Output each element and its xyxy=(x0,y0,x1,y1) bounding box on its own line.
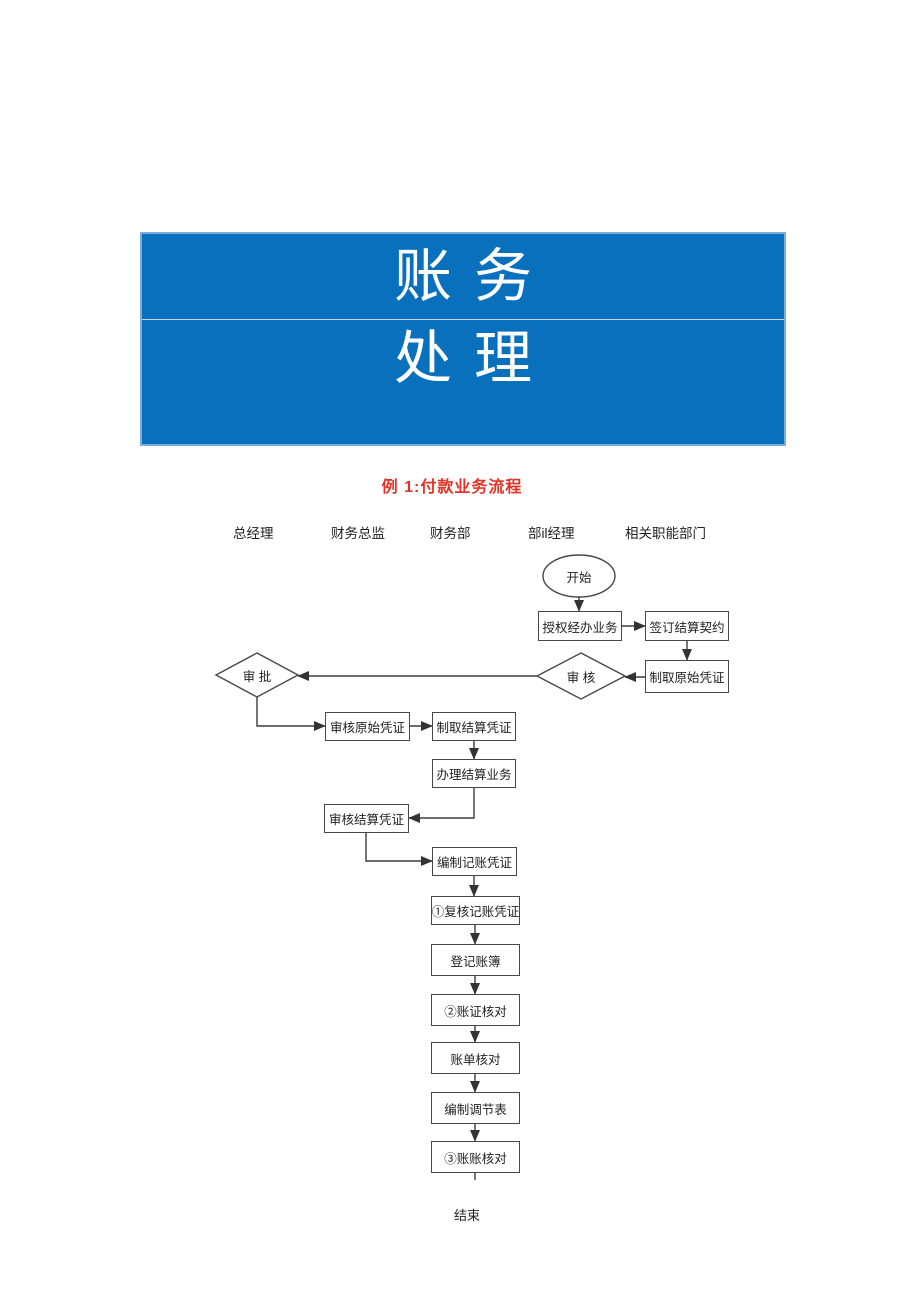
flow-node-authorize: 授权经办业务 xyxy=(538,611,622,641)
flow-node-recheck-voucher: ①复核记账凭证 xyxy=(431,896,520,925)
banner-title-line2: 处理 xyxy=(393,324,554,392)
flow-node-review-original: 审核原始凭证 xyxy=(325,712,410,741)
lane-header-general-manager: 总经理 xyxy=(233,526,274,541)
flow-node-approve: 审 批 xyxy=(242,669,272,684)
title-banner: 账务 处理 xyxy=(140,232,786,446)
flow-node-verify-account-account: ③账账核对 xyxy=(431,1141,520,1173)
flow-node-obtain-settlement: 制取结算凭证 xyxy=(432,712,516,741)
lane-header-finance-director: 财务总监 xyxy=(331,526,385,541)
flow-node-end: 结束 xyxy=(453,1208,480,1223)
flow-node-start: 开始 xyxy=(566,570,592,585)
lane-header-finance-department: 财务部 xyxy=(430,526,471,541)
banner-title-line1: 账务 xyxy=(393,242,554,311)
edge-approve-review-original xyxy=(256,697,326,732)
flow-node-prepare-voucher: 编制记账凭证 xyxy=(432,847,517,876)
approve-diamond-shape xyxy=(214,652,300,698)
lane-header-related-departments: 相关职能部门 xyxy=(625,526,706,541)
flowchart-edges xyxy=(256,597,693,1180)
flow-node-obtain-original: 制取原始凭证 xyxy=(645,660,729,693)
flow-node-register-ledger: 登记账簿 xyxy=(431,944,520,976)
review-diamond-shape xyxy=(535,652,627,700)
edge-handle-review-settlement xyxy=(408,788,475,824)
section-title: 例 1:付款业务流程 xyxy=(381,479,523,496)
title-banner-row-1: 账务 xyxy=(142,234,784,320)
flow-node-prepare-reconciliation: 编制调节表 xyxy=(431,1092,520,1124)
start-ellipse-shape xyxy=(542,554,616,598)
title-banner-row-2: 处理 xyxy=(142,320,784,445)
flow-node-verify-bill: 账单核对 xyxy=(431,1042,520,1074)
flow-node-review: 审 核 xyxy=(566,670,596,685)
flow-node-verify-account-voucher: ②账证核对 xyxy=(431,994,520,1026)
edge-review-settlement-prepare-voucher xyxy=(365,833,433,867)
lane-header-department-manager: 部il经理 xyxy=(528,526,575,541)
flow-node-handle-settlement: 办理结算业务 xyxy=(432,759,516,788)
flow-node-review-settlement: 审核结算凭证 xyxy=(324,804,409,833)
flow-node-sign-contract: 签订结算契约 xyxy=(645,611,729,641)
